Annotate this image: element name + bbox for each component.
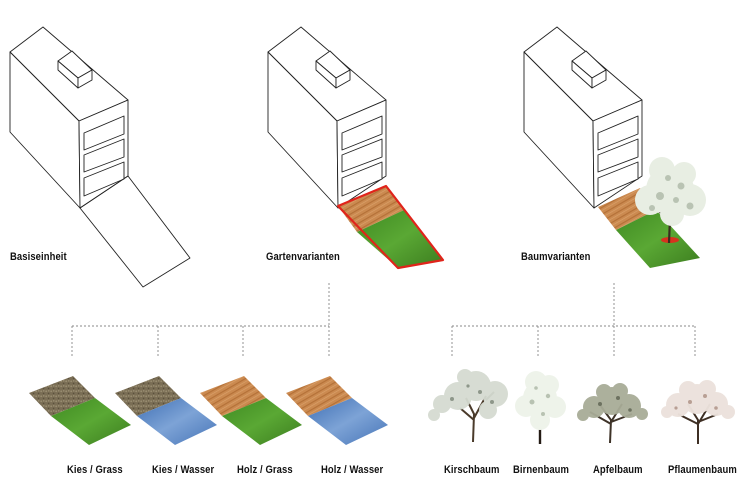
label-gartenvarianten: Gartenvarianten	[266, 251, 340, 263]
label-birnenbaum: Birnenbaum	[513, 464, 570, 476]
garden-variant-holz-grass	[200, 376, 302, 445]
label-baumvarianten: Baumvarianten	[521, 251, 591, 263]
tree-variant-plot	[598, 157, 706, 268]
building-gartenvarianten	[267, 26, 387, 209]
label-kies-wasser: Kies / Wasser	[152, 464, 215, 476]
garden-variant-kies-wasser	[115, 376, 217, 445]
label-apfelbaum: Apfelbaum	[593, 464, 643, 476]
label-basiseinheit: Basiseinheit	[10, 251, 67, 263]
garden-highlight-plot	[336, 184, 445, 270]
building-basiseinheit	[9, 26, 191, 288]
tree-pflaumenbaum	[661, 380, 735, 444]
label-holz-grass: Holz / Grass	[237, 464, 293, 476]
tree-kirschbaum	[428, 369, 508, 443]
tree-birnenbaum	[515, 371, 566, 444]
tree-apfelbaum	[577, 383, 648, 444]
garden-variant-holz-wasser	[286, 376, 388, 445]
garden-variant-kies-grass	[29, 376, 131, 445]
label-pflaumenbaum: Pflaumenbaum	[668, 464, 737, 476]
connector-garden	[71, 283, 330, 357]
label-kirschbaum: Kirschbaum	[444, 464, 500, 476]
label-kies-grass: Kies / Grass	[67, 464, 123, 476]
connector-trees	[451, 283, 696, 357]
building-baumvarianten	[523, 26, 643, 209]
label-holz-wasser: Holz / Wasser	[321, 464, 384, 476]
